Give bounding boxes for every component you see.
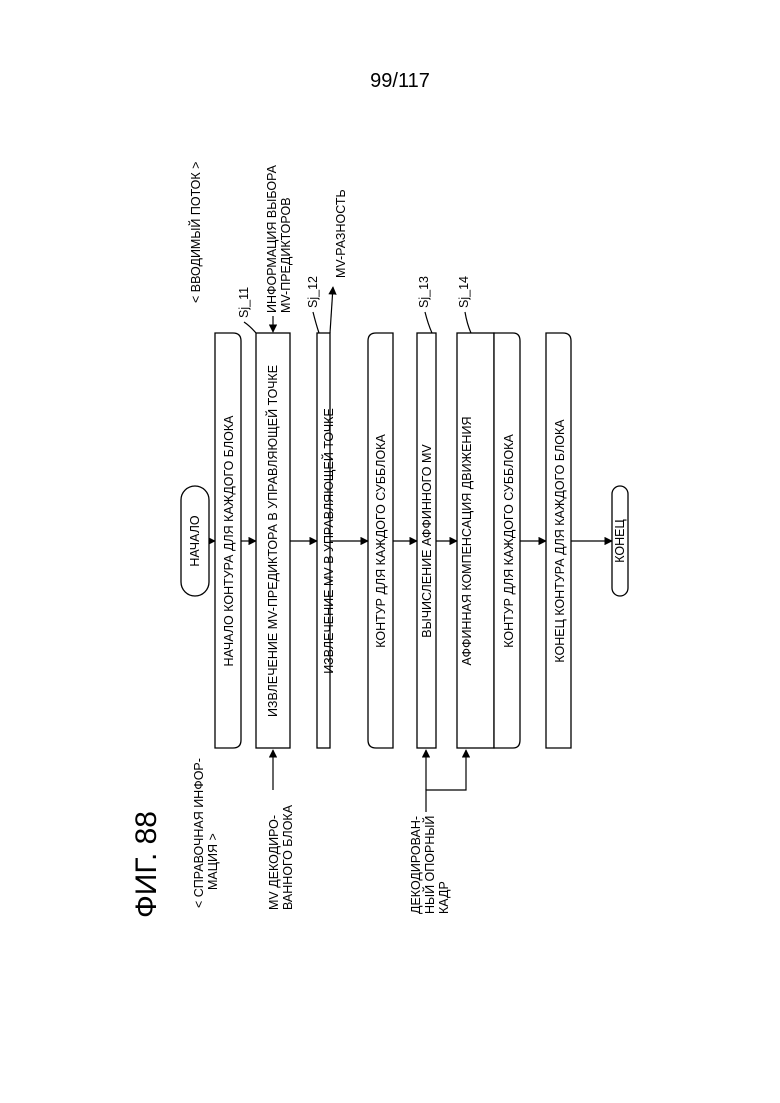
step-label-sj14: Sj_14 xyxy=(457,276,471,308)
step-label-sj11: Sj_11 xyxy=(237,287,251,318)
leader-sj12 xyxy=(313,312,319,333)
block-loop-end-label: КОНЕЦ КОНТУРА ДЛЯ КАЖДОГО БЛОКА xyxy=(553,419,567,663)
step-label-sj13: Sj_13 xyxy=(417,276,431,308)
affine-mc-label: АФФИННАЯ КОМПЕНСАЦИЯ ДВИЖЕНИЯ xyxy=(460,417,474,666)
leader-sj13 xyxy=(425,312,432,333)
decoded-block-mv-line1: MV ДЕКОДИРО- xyxy=(267,815,281,910)
input-stream-label: < ВВОДИМЫЙ ПОТОК > xyxy=(188,162,203,303)
decoded-ref-frame-line1: ДЕКОДИРОВАН- xyxy=(409,816,423,914)
arrow-ref-frame-to-affine-mc xyxy=(426,750,466,812)
start-label: НАЧАЛО xyxy=(188,515,202,567)
reference-info-line1: < СПРАВОЧНАЯ ИНФОР- xyxy=(192,758,206,908)
subblock-loop-end-label: КОНТУР ДЛЯ КАЖДОГО СУББЛОКА xyxy=(502,434,516,648)
figure-title: ФИГ. 88 xyxy=(130,811,163,918)
decoded-ref-frame-line3: КАДР xyxy=(437,881,451,914)
mv-predictor-extract-label: ИЗВЛЕЧЕНИЕ MV-ПРЕДИКТОРА В УПРАВЛЯЮЩЕЙ Т… xyxy=(265,365,280,717)
decoded-block-mv-line2: ВАННОГО БЛОКА xyxy=(281,804,295,910)
affine-mv-calc-label: ВЫЧИСЛЕНИЕ АФФИННОГО MV xyxy=(420,444,434,638)
mv-extract-label: ИЗВЛЕЧЕНИЕ MV В УПРАВЛЯЮЩЕЙ ТОЧКЕ xyxy=(321,408,336,674)
mv-predictor-info-line1: ИНФОРМАЦИЯ ВЫБОРА xyxy=(265,164,279,313)
subblock-loop-start-label: КОНТУР ДЛЯ КАЖДОГО СУББЛОКА xyxy=(374,434,388,648)
leader-sj11 xyxy=(244,322,256,333)
arrow-mv-difference-out xyxy=(330,287,333,333)
mv-difference-label: MV-РАЗНОСТЬ xyxy=(334,189,348,278)
reference-info-line2: МАЦИЯ > xyxy=(206,833,220,890)
mv-predictor-info-line2: MV-ПРЕДИКТОРОВ xyxy=(279,197,293,313)
step-label-sj12: Sj_12 xyxy=(306,276,320,308)
block-loop-start-label: НАЧАЛО КОНТУРА ДЛЯ КАЖДОГО БЛОКА xyxy=(222,415,236,667)
leader-sj14 xyxy=(465,312,471,333)
decoded-ref-frame-line2: НЫЙ ОПОРНЫЙ xyxy=(422,816,437,914)
end-label: КОНЕЦ xyxy=(613,519,627,563)
